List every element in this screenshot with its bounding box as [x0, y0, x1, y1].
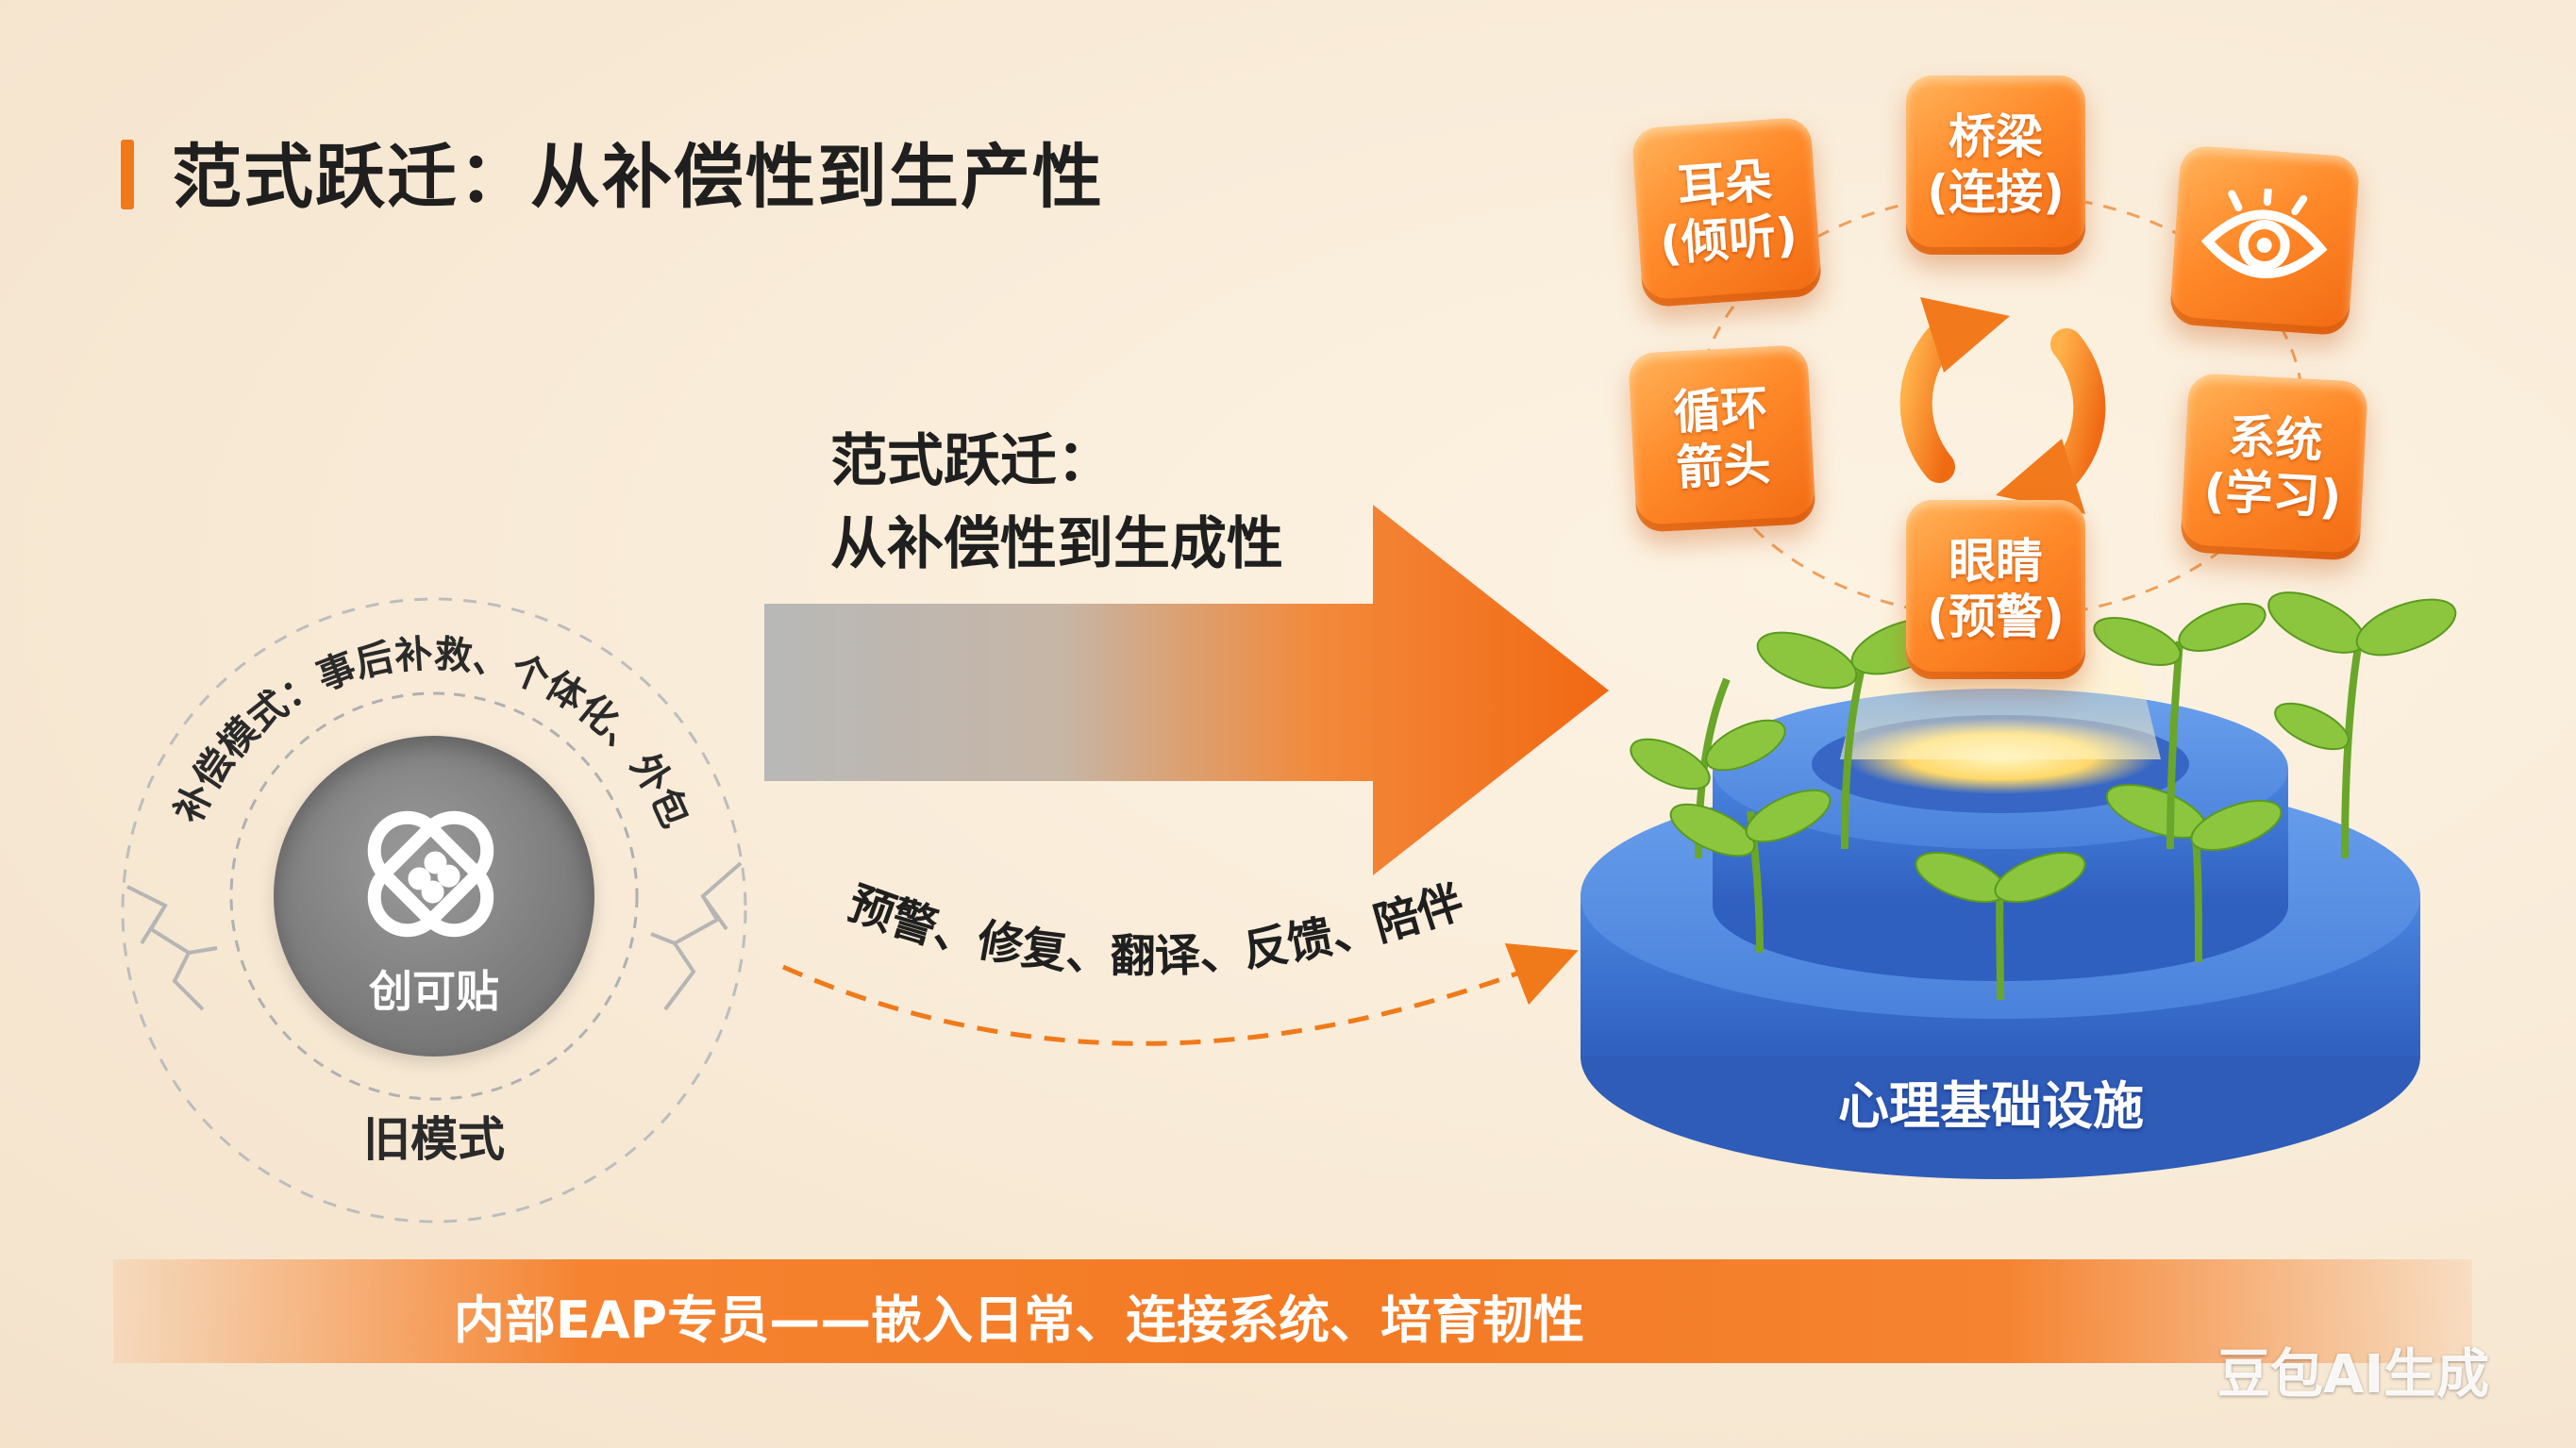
transition-arrow: [764, 505, 1609, 875]
eye-icon-box: [2168, 144, 2361, 337]
paradigm-subtitle-line1: 范式跃迁：: [830, 428, 1113, 494]
eyes-warning-box: 眼睛(预警): [1906, 500, 2085, 679]
cycle-arrowhead-top: [1920, 297, 2010, 373]
box-label-line-2: (倾听): [1658, 207, 1799, 272]
bandage-badge: [274, 736, 594, 1057]
old-model-caption: 旧模式: [363, 1112, 505, 1167]
paradigm-subtitle-line2: 从补偿性到生成性: [830, 511, 1283, 577]
box-label-line-2: 箭头: [1675, 436, 1772, 496]
bottom-banner: [113, 1259, 2472, 1363]
bandage-label: 创可贴: [369, 966, 499, 1017]
title-accent-bar: [121, 140, 134, 209]
infrastructure-label: 心理基础设施: [1838, 1076, 2144, 1136]
bandage-icon: [367, 810, 494, 938]
old-model-outer-ring: [121, 597, 747, 1223]
cycle-arrow-box: 循环箭头: [1628, 344, 1816, 533]
old-model-inner-ring: [229, 691, 639, 1101]
ear-listening-box: 耳朵(倾听): [1631, 116, 1823, 308]
system-learning-box: 系统(学习): [2180, 373, 2368, 561]
box-label-line-2: (预警): [1927, 590, 2065, 644]
box-label-line-1: 循环: [1671, 380, 1769, 441]
crack-right: [650, 861, 743, 1011]
bridge-connection-box: 桥梁(连接): [1906, 75, 2085, 255]
box-label-line-1: 眼睛: [1949, 534, 2043, 589]
flow-dashed-arrow: [781, 942, 1579, 1046]
cycle-arrowhead-bottom: [1996, 439, 2085, 514]
box-label-line-1: 桥梁: [1949, 109, 2043, 164]
sprouts: [1630, 591, 2457, 1001]
box-label-line-2: (连接): [1927, 165, 2065, 220]
crack-left: [126, 885, 218, 1011]
page-title: 范式跃迁：从补偿性到生产性: [172, 137, 1104, 218]
flow-actions-text: 预警、修复、翻译、反馈、陪伴: [842, 875, 1470, 984]
eye-icon: [2200, 185, 2328, 279]
banner-text: 内部EAP专员——嵌入日常、连接系统、培育韧性: [453, 1290, 1585, 1350]
cycle-icon: [1899, 319, 2106, 492]
box-label-line-2: (学习): [2202, 463, 2343, 525]
box-label-line-1: 耳朵: [1676, 153, 1774, 215]
box-label-line-1: 系统: [2227, 408, 2325, 469]
ai-watermark: 豆包AI生成: [2217, 1344, 2490, 1406]
